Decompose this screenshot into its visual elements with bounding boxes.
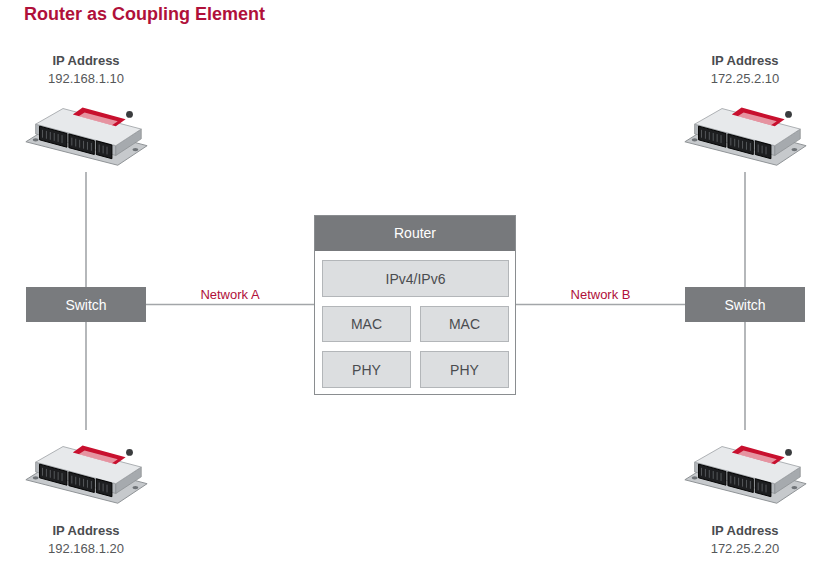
ip-heading: IP Address xyxy=(20,52,152,70)
box-label: Switch xyxy=(65,297,106,313)
network-link xyxy=(516,304,685,306)
network-label: Network A xyxy=(197,287,262,302)
network-label: Network B xyxy=(568,287,634,302)
ip-heading: IP Address xyxy=(20,522,152,540)
protocol-layer-box: MAC xyxy=(322,306,411,342)
protocol-layer-box: PHY xyxy=(420,351,509,388)
box-label: Switch xyxy=(724,297,765,313)
ecu-illustration xyxy=(679,430,811,510)
diagram-title: Router as Coupling Element xyxy=(24,4,832,25)
box-label: MAC xyxy=(351,316,382,332)
ip-address: 192.168.1.20 xyxy=(20,540,152,558)
protocol-layer-box: IPv4/IPv6 xyxy=(322,260,509,297)
ip-heading: IP Address xyxy=(679,52,811,70)
ecu-device: IP Address192.168.1.10 xyxy=(20,52,152,172)
router-box: RouterIPv4/IPv6MAC MAC PHY PHY xyxy=(314,215,516,395)
network-link xyxy=(744,322,746,430)
box-label: PHY xyxy=(450,362,479,378)
protocol-layer-box: MAC xyxy=(420,306,509,342)
ip-address: 172.25.2.20 xyxy=(679,540,811,558)
ecu-illustration xyxy=(20,92,152,172)
ecu-device: IP Address172.25.2.20 xyxy=(679,430,811,562)
switch-box: Switch xyxy=(685,287,805,322)
router-heading: Router xyxy=(315,216,515,251)
ip-label: IP Address192.168.1.20 xyxy=(20,522,152,558)
network-link xyxy=(146,304,314,306)
protocol-layer-box: PHY xyxy=(322,351,411,388)
network-link xyxy=(85,322,87,430)
box-label: IPv4/IPv6 xyxy=(386,271,446,287)
switch-box: Switch xyxy=(26,287,146,322)
ip-label: IP Address172.25.2.10 xyxy=(679,52,811,88)
ip-label: IP Address172.25.2.20 xyxy=(679,522,811,558)
ecu-illustration xyxy=(679,92,811,172)
box-label: PHY xyxy=(352,362,381,378)
ecu-device: IP Address192.168.1.20 xyxy=(20,430,152,562)
ecu-illustration xyxy=(20,430,152,510)
ip-address: 172.25.2.10 xyxy=(679,70,811,88)
network-link xyxy=(744,172,746,287)
network-link xyxy=(85,172,87,287)
box-label: MAC xyxy=(449,316,480,332)
ecu-device: IP Address172.25.2.10 xyxy=(679,52,811,172)
ip-address: 192.168.1.10 xyxy=(20,70,152,88)
ip-label: IP Address192.168.1.10 xyxy=(20,52,152,88)
ip-heading: IP Address xyxy=(679,522,811,540)
